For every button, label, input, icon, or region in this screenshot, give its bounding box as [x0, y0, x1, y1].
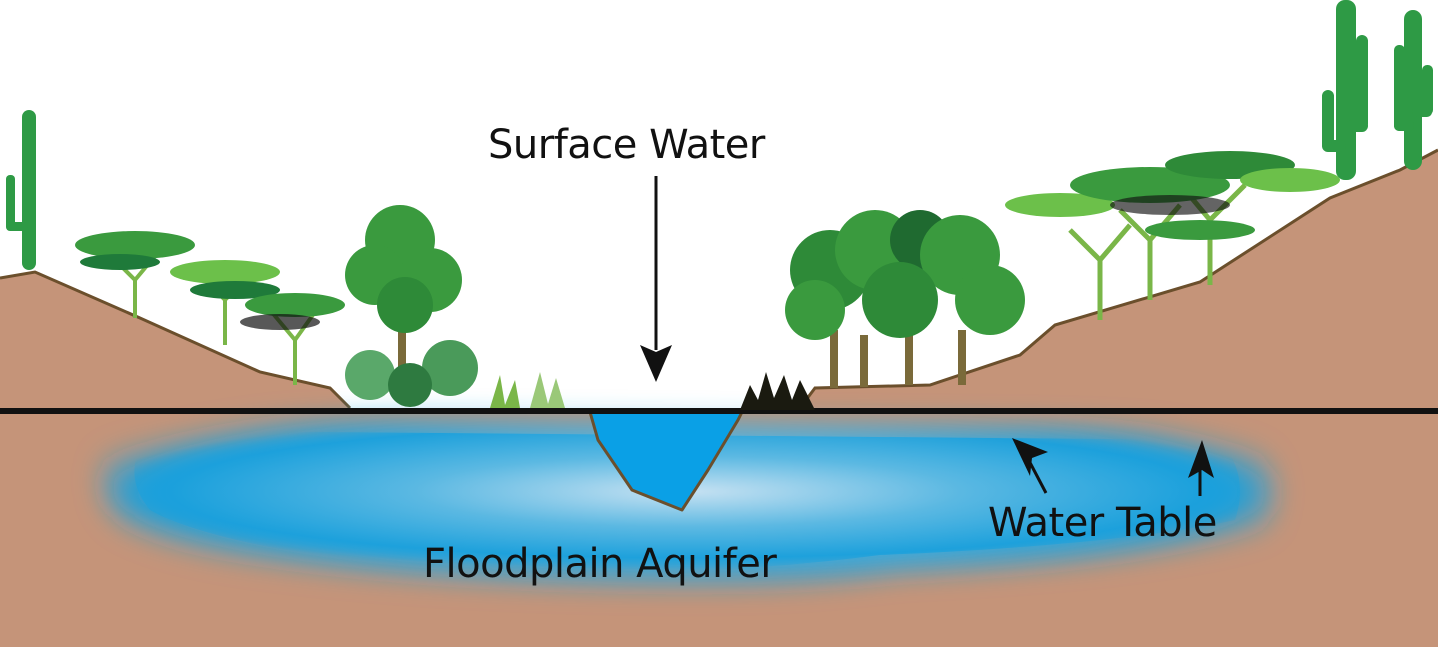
floodplain-aquifer-label: Floodplain Aquifer	[423, 541, 777, 587]
left-broadleaf-tree	[345, 205, 462, 370]
right-acacia-trees	[1005, 151, 1340, 320]
water-table-arrow-left	[1012, 438, 1048, 494]
streambank-bushes	[740, 372, 815, 410]
right-cacti	[1322, 0, 1433, 180]
water-table-arrow-right	[1188, 440, 1214, 496]
left-acacia-trees	[75, 231, 345, 385]
left-slope-outline	[0, 270, 352, 410]
left-cactus	[6, 110, 36, 270]
surface-water-label: Surface Water	[488, 122, 765, 168]
surface-water-arrow	[640, 176, 672, 382]
right-slope-soil	[800, 150, 1438, 410]
left-shrubs	[345, 340, 565, 408]
right-slope-outline	[798, 148, 1438, 409]
right-broadleaf-trees	[785, 210, 1025, 388]
water-table-label: Water Table	[988, 500, 1217, 546]
